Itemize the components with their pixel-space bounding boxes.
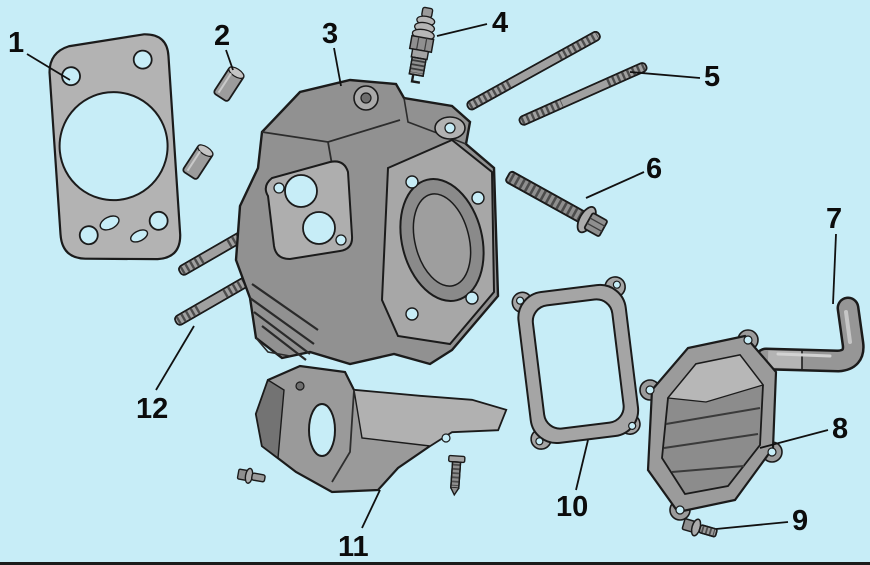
- head-stud-lower-drawing: [518, 62, 648, 126]
- callout-5: 5: [704, 61, 720, 93]
- dowel-pin-upper-drawing: [213, 66, 245, 102]
- callout-12: 12: [136, 393, 168, 425]
- leader-line-7: [832, 233, 837, 305]
- leader-lines: [26, 23, 837, 530]
- leader-line-1: [26, 53, 71, 81]
- callout-9: 9: [792, 505, 808, 537]
- valve-cover-gasket-drawing: [511, 276, 641, 450]
- valve-cover-bolt-drawing: [681, 518, 718, 538]
- callout-8: 8: [832, 413, 848, 445]
- callout-labels: 1 2 3 4 5 6 7 8 9 10 11 12: [8, 7, 848, 563]
- callout-6: 6: [646, 153, 662, 185]
- callout-3: 3: [322, 18, 338, 50]
- heat-shield-bolt-drawing: [236, 467, 266, 484]
- leader-line-4: [436, 23, 488, 37]
- leader-line-6: [585, 171, 645, 199]
- callout-11: 11: [338, 531, 369, 563]
- callout-1: 1: [8, 27, 24, 59]
- leader-line-3: [333, 47, 342, 87]
- leader-line-5: [629, 71, 701, 79]
- valve-cover-drawing: [639, 329, 783, 521]
- exhaust-stud-lower-drawing: [174, 277, 249, 326]
- leader-line-10: [575, 439, 589, 491]
- cylinder-head-gasket-drawing: [48, 33, 182, 261]
- dowel-pin-lower-drawing: [182, 144, 214, 180]
- leader-line-8: [759, 429, 829, 449]
- breather-tube-drawing: [754, 296, 865, 373]
- heat-shield-screw-drawing: [448, 454, 466, 497]
- head-stud-upper-drawing: [466, 30, 601, 111]
- callout-10: 10: [556, 491, 588, 523]
- callout-4: 4: [492, 7, 508, 39]
- leader-line-11: [361, 489, 381, 529]
- heat-shield-drawing: [236, 364, 508, 497]
- leader-line-9: [715, 521, 789, 530]
- leader-line-2: [225, 49, 234, 71]
- flange-bolt-drawing: [505, 170, 608, 237]
- leader-line-12: [155, 325, 195, 391]
- callout-2: 2: [214, 20, 230, 52]
- cylinder-head-drawing: [234, 78, 500, 366]
- spark-plug-drawing: [408, 6, 436, 84]
- callout-7: 7: [826, 203, 842, 235]
